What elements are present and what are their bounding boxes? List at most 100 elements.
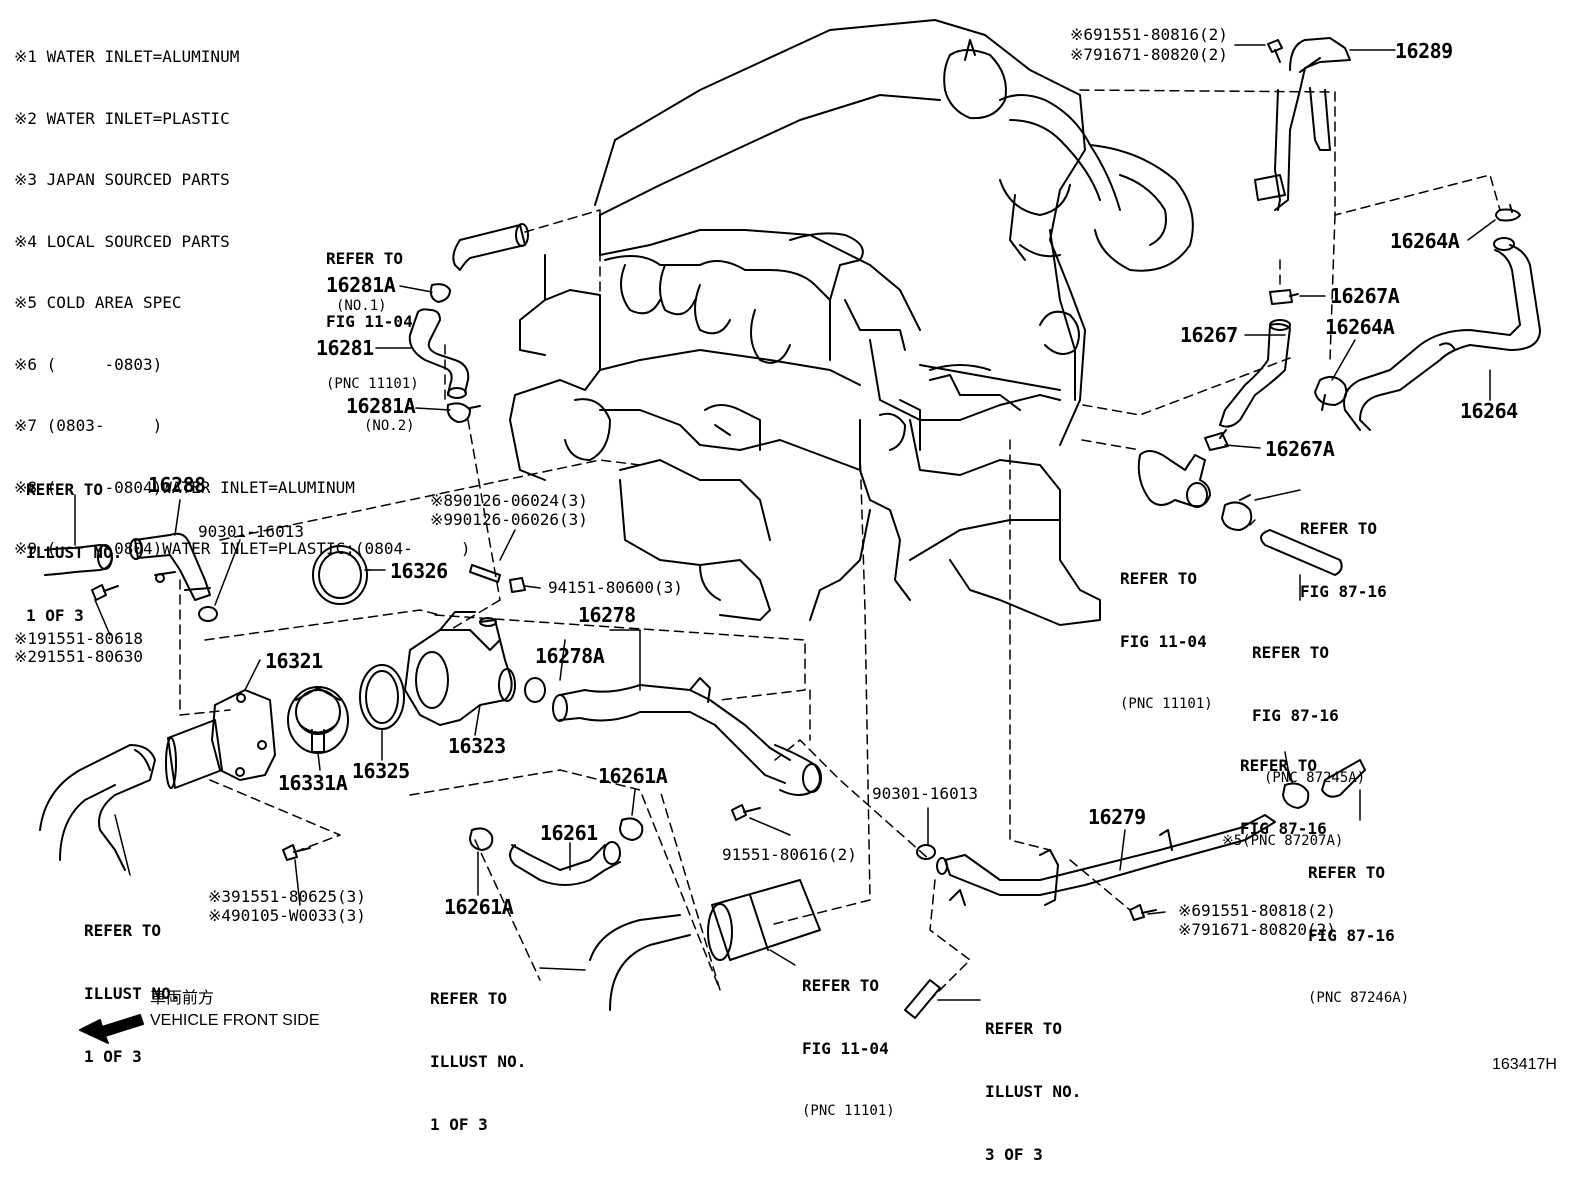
part-16281[interactable]: 16281 bbox=[316, 336, 374, 360]
ref-line: FIG 87-16 bbox=[1240, 819, 1327, 838]
ref-line: REFER TO bbox=[1120, 569, 1198, 588]
part-16278[interactable]: 16278 bbox=[578, 603, 636, 627]
clamp-16267A-top bbox=[1269, 289, 1299, 305]
ref-illust-1-left[interactable]: REFER TO ILLUST NO. 1 OF 3 bbox=[26, 437, 122, 647]
clamp-fig-87-16-a bbox=[1221, 494, 1253, 531]
ref-fig-87-16-a[interactable]: REFER TO FIG 87-16 bbox=[1300, 476, 1387, 623]
note-5: ※5 COLD AREA SPEC bbox=[14, 293, 182, 312]
part-bolt-91551-80625[interactable]: ※391551-80625(3) bbox=[208, 887, 366, 906]
hose-16281 bbox=[408, 308, 470, 399]
part-16267A-bot[interactable]: 16267A bbox=[1265, 437, 1335, 461]
part-stud-90126-06024[interactable]: ※890126-06024(3) bbox=[430, 491, 588, 510]
part-16281A-no1[interactable]: 16281A bbox=[326, 273, 396, 297]
ref-line: REFER TO bbox=[1240, 756, 1318, 775]
gasket-16326 bbox=[312, 545, 368, 605]
part-oring-90301-a[interactable]: 90301-16013 bbox=[198, 522, 304, 541]
ref-fig-87-16-b[interactable]: REFER TO FIG 87-16 (PNC 87245A) ※5(PNC 8… bbox=[1222, 600, 1366, 873]
part-16264[interactable]: 16264 bbox=[1460, 399, 1518, 423]
ref-line: 1 OF 3 bbox=[84, 1047, 142, 1066]
oring-16278A bbox=[524, 677, 546, 703]
note-4: ※4 LOCAL SOURCED PARTS bbox=[14, 231, 230, 251]
hose-illust-1-bottom bbox=[589, 914, 691, 1011]
part-stud-90126-06026[interactable]: ※990126-06026(3) bbox=[430, 510, 588, 529]
label-leaders bbox=[74, 44, 1496, 1001]
ref-line: REFER TO bbox=[430, 989, 508, 1008]
part-16288[interactable]: 16288 bbox=[148, 473, 206, 497]
ref-line: ILLUST NO. bbox=[26, 543, 123, 562]
ref-line: REFER TO bbox=[326, 249, 404, 268]
ref-line: FIG 11-04 bbox=[802, 1039, 889, 1058]
part-16267A-top[interactable]: 16267A bbox=[1330, 284, 1400, 308]
part-bolt-91551-80618[interactable]: ※191551-80618 bbox=[14, 629, 143, 648]
ref-line: FIG 11-04 bbox=[326, 312, 413, 331]
ref-line: (PNC 11101) bbox=[326, 376, 419, 392]
ref-line: (PNC 87245A) bbox=[1264, 770, 1366, 786]
ref-line: REFER TO bbox=[1252, 643, 1330, 662]
part-16278A[interactable]: 16278A bbox=[535, 644, 605, 668]
part-16261A-bot[interactable]: 16261A bbox=[444, 895, 514, 919]
ref-fig-11-04-bottom[interactable]: REFER TO FIG 11-04 (PNC 11101) bbox=[802, 933, 895, 1143]
part-16326[interactable]: 16326 bbox=[390, 559, 448, 583]
outlet-16323 bbox=[404, 611, 516, 726]
note-1: ※1 WATER INLET=ALUMINUM bbox=[14, 47, 240, 66]
part-16325[interactable]: 16325 bbox=[352, 759, 410, 783]
part-16289[interactable]: 16289 bbox=[1395, 39, 1453, 63]
ref-line: FIG 11-04 bbox=[1120, 632, 1207, 651]
part-16281A-no2[interactable]: 16281A bbox=[346, 394, 416, 418]
ref-fig-11-04-right[interactable]: REFER TO FIG 11-04 (PNC 11101) bbox=[1120, 526, 1213, 736]
turbocharger bbox=[943, 39, 1194, 272]
nut-94151 bbox=[509, 577, 526, 593]
oring-90301-a bbox=[198, 606, 218, 622]
pipe-16278 bbox=[552, 677, 822, 796]
ref-fig-87-16-d[interactable]: REFER TO FIG 87-16 (PNC 87246A) bbox=[1308, 820, 1409, 1030]
part-16279[interactable]: 16279 bbox=[1088, 805, 1146, 829]
part-16261[interactable]: 16261 bbox=[540, 821, 598, 845]
ref-line: REFER TO bbox=[985, 1019, 1063, 1038]
part-16264A-mid[interactable]: 16264A bbox=[1325, 315, 1395, 339]
part-bolt-91671-80820-top[interactable]: ※791671-80820(2) bbox=[1070, 45, 1228, 64]
ref-line: REFER TO bbox=[802, 976, 880, 995]
pipe-16279 bbox=[936, 814, 1276, 906]
elbow-16288 bbox=[129, 532, 211, 601]
clamp-16264A-mid bbox=[1314, 375, 1348, 411]
ref-illust-1-bottom[interactable]: REFER TO ILLUST NO. 1 OF 3 bbox=[430, 946, 526, 1156]
part-bolt-91671-80820-bot[interactable]: ※791671-80820(2) bbox=[1178, 920, 1336, 939]
part-16331A[interactable]: 16331A bbox=[278, 771, 348, 795]
thermostat-16331A bbox=[287, 686, 349, 754]
part-16264A-top[interactable]: 16264A bbox=[1390, 229, 1460, 253]
water-hose-diagram bbox=[39, 19, 1541, 1044]
ref-line: (PNC 11101) bbox=[802, 1103, 895, 1119]
note-7: ※7 (0803- ) bbox=[14, 416, 163, 435]
ref-line: REFER TO bbox=[1300, 519, 1378, 538]
hose-87246A bbox=[1321, 759, 1366, 798]
ref-illust-3-bottom[interactable]: REFER TO ILLUST NO. 3 OF 3 bbox=[985, 976, 1081, 1186]
part-bolt-91551-80630[interactable]: ※291551-80630 bbox=[14, 647, 143, 666]
hose-illust-1-left bbox=[44, 544, 113, 576]
part-16261A-top[interactable]: 16261A bbox=[598, 764, 668, 788]
ref-fig-87-16-c[interactable]: REFER TO FIG 87-16 bbox=[1240, 713, 1327, 860]
vehicle-front-jp: 車両前方 bbox=[150, 990, 215, 1007]
ref-line: FIG 87-16 bbox=[1308, 926, 1395, 945]
part-nut-94151[interactable]: 94151-80600(3) bbox=[548, 578, 683, 597]
ref-fig-11-04-top[interactable]: REFER TO FIG 11-04 (PNC 11101) bbox=[326, 206, 419, 416]
part-16267[interactable]: 16267 bbox=[1180, 323, 1238, 347]
part-bolt-91551-80616[interactable]: 91551-80616(2) bbox=[722, 845, 857, 864]
ref-line: ILLUST NO. bbox=[430, 1052, 527, 1071]
part-16321[interactable]: 16321 bbox=[265, 649, 323, 673]
part-bolt-91551-80816[interactable]: ※691551-80816(2) bbox=[1070, 25, 1228, 44]
clamp-16281A-no2 bbox=[446, 402, 481, 423]
part-16323[interactable]: 16323 bbox=[448, 734, 506, 758]
ref-line: ILLUST NO. bbox=[84, 984, 181, 1003]
note-3: ※3 JAPAN SOURCED PARTS bbox=[14, 170, 230, 189]
bolt-91551-80816 bbox=[1267, 39, 1283, 63]
part-oring-90301-b[interactable]: 90301-16013 bbox=[872, 784, 978, 803]
ref-line: REFER TO bbox=[1308, 863, 1386, 882]
note-8: ※8 ( -0804)WATER INLET=ALUMINUM bbox=[14, 477, 355, 497]
vehicle-front-en: VEHICLE FRONT SIDE bbox=[150, 1012, 320, 1029]
clamp-16267A-bot bbox=[1204, 429, 1229, 451]
hose-16261 bbox=[509, 841, 621, 886]
part-bolt-91551-80818[interactable]: ※691551-80818(2) bbox=[1178, 901, 1336, 920]
part-16281A-no2-note: (NO.2) bbox=[364, 418, 415, 434]
part-bolt-90105-W0033[interactable]: ※490105-W0033(3) bbox=[208, 906, 366, 925]
ref-illust-1-lower[interactable]: REFER TO ILLUST NO. 1 OF 3 bbox=[84, 878, 180, 1088]
